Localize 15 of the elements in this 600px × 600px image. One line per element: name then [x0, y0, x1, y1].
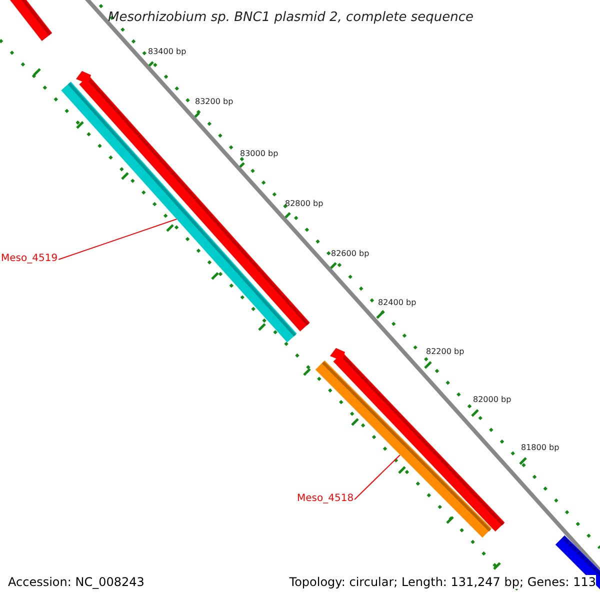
- tick-label: 82400 bp: [378, 298, 416, 307]
- tick-label: 82800 bp: [285, 199, 324, 208]
- map-title: Mesorhizobium sp. BNC1 plasmid 2, complete sequence: [108, 10, 474, 25]
- footer-text: Accession: NC_008243: [8, 575, 144, 589]
- gene-label: Meso_4519: [1, 253, 58, 264]
- leader-line: [354, 454, 400, 500]
- tick-label: 82600 bp: [331, 249, 370, 258]
- tick-label: 83400 bp: [148, 47, 186, 56]
- footer-text: Topology: circular; Length: 131,247 bp; Genes: 113: [289, 575, 596, 589]
- leader-line: [58, 218, 178, 260]
- tick-label: 81800 bp: [521, 443, 560, 452]
- tick-label: 82000 bp: [473, 395, 512, 404]
- gene-label: Meso_4518: [297, 493, 354, 504]
- tick-label: 83000 bp: [240, 149, 278, 158]
- tick-label: 83200 bp: [195, 97, 234, 106]
